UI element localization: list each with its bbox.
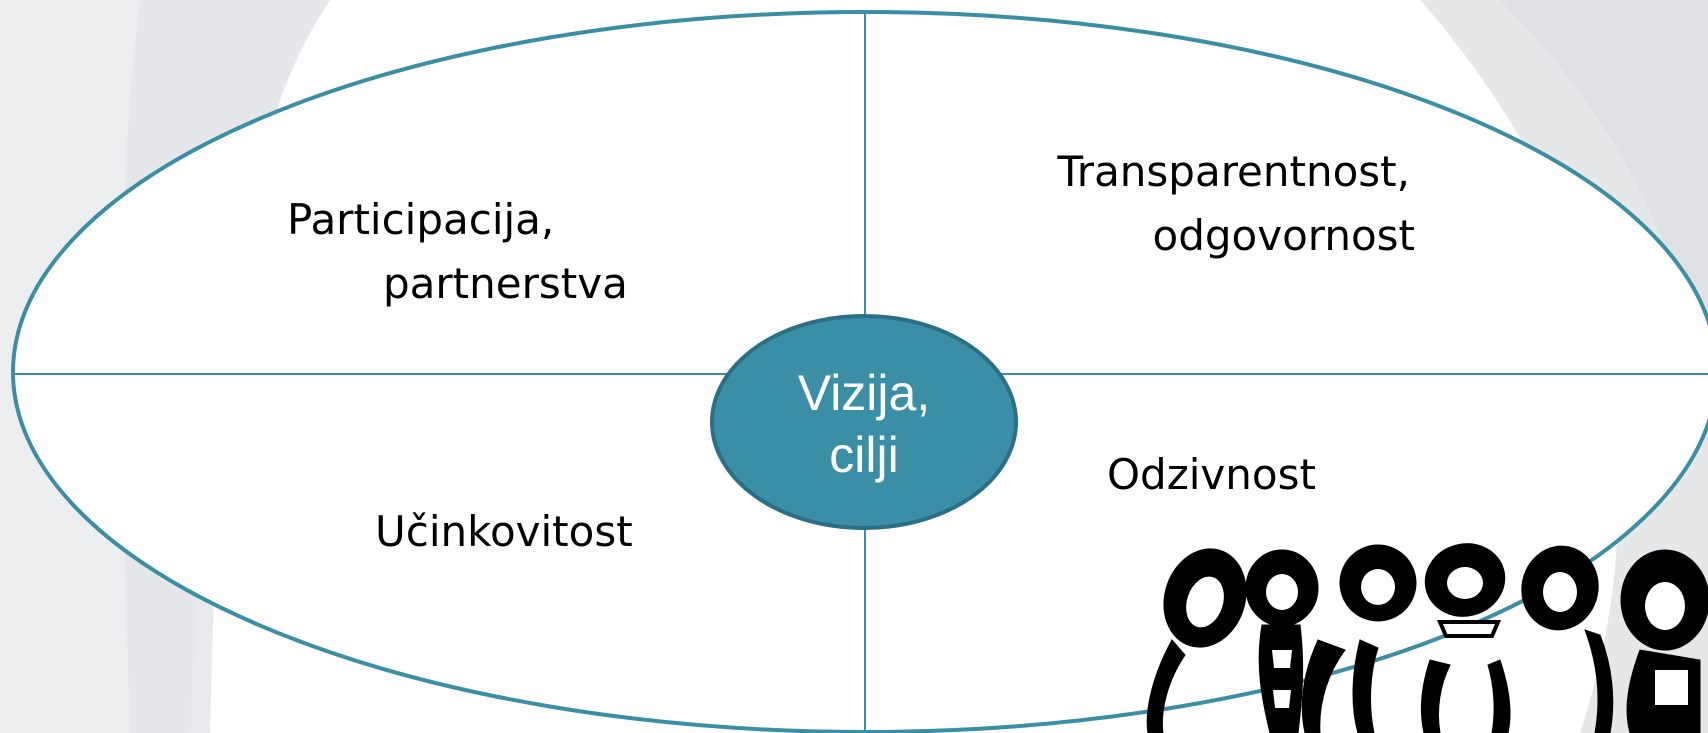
group-of-people-sketch-icon [1146, 543, 1708, 733]
center-label: Vizija, cilji [713, 362, 1015, 486]
quadrant-label-bottom-left: Učinkovitost [375, 507, 633, 556]
center-ellipse [710, 314, 1018, 530]
top-right-line-1: Transparentnost, [1057, 147, 1410, 196]
center-line-1: Vizija, [797, 365, 931, 421]
top-left-line-2: partnerstva [383, 259, 628, 308]
top-right-line-2: odgovornost [1152, 211, 1415, 260]
center-line-2: cilji [829, 427, 899, 483]
quadrant-label-top-left: Participacija, partnerstva [287, 188, 628, 316]
quadrant-label-bottom-right: Odzivnost [1107, 450, 1316, 499]
top-left-line-1: Participacija, [287, 195, 555, 244]
quadrant-label-top-right: Transparentnost, odgovornost [1045, 140, 1415, 268]
